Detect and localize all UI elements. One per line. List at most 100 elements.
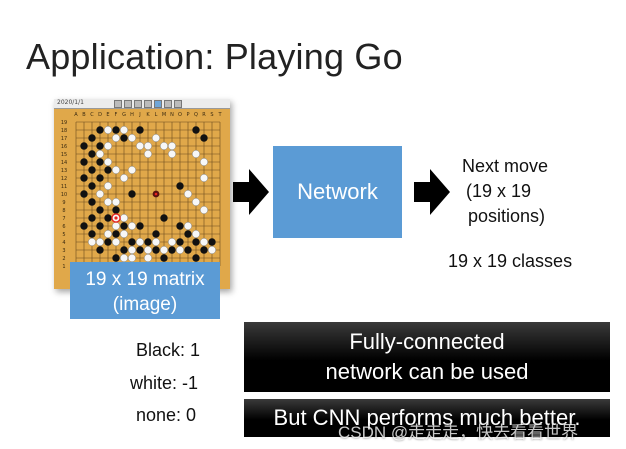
board-row-label: 11	[61, 184, 67, 190]
black-stone	[120, 246, 128, 254]
board-row-label: 16	[61, 144, 67, 150]
board-row-label: 6	[62, 224, 65, 230]
output-description: Next move (19 x 19 positions)	[462, 154, 548, 229]
white-stone	[144, 150, 152, 158]
white-stone	[104, 142, 112, 150]
board-row-label: 1	[62, 264, 65, 270]
white-stone	[152, 238, 160, 246]
board-row-label: 13	[61, 168, 67, 174]
white-stone	[112, 134, 120, 142]
board-column-label: L	[155, 112, 158, 118]
board-column-label: Q	[194, 112, 198, 118]
toolbar-button-icon	[114, 100, 122, 108]
black-stone	[80, 142, 88, 150]
board-column-label: T	[217, 112, 222, 118]
board-row-label: 7	[62, 216, 65, 222]
white-stone	[184, 190, 192, 198]
white-stone	[96, 150, 104, 158]
arrow-right-icon	[414, 169, 450, 215]
black-stone	[184, 230, 192, 238]
white-stone	[112, 166, 120, 174]
black-stone	[96, 222, 104, 230]
board-row-label: 8	[62, 208, 65, 214]
black-stone	[208, 238, 216, 246]
white-stone	[104, 158, 112, 166]
board-column-label: F	[115, 112, 118, 118]
fully-connected-note: Fully-connected network can be used	[244, 322, 610, 392]
board-row-label: 4	[62, 240, 65, 246]
board-column-label: R	[202, 112, 206, 118]
black-stone	[136, 222, 144, 230]
board-column-label: O	[178, 112, 182, 118]
watermark: CSDN @走走走，快去看看世界	[338, 423, 579, 442]
black-stone	[200, 246, 208, 254]
board-column-label: G	[122, 112, 126, 118]
last-move-marker	[154, 192, 158, 196]
white-stone	[136, 238, 144, 246]
white-stone	[192, 198, 200, 206]
board-row-label: 14	[61, 160, 67, 166]
black-stone	[96, 158, 104, 166]
fully-connected-line1: Fully-connected	[349, 329, 505, 354]
white-stone	[168, 238, 176, 246]
black-stone	[88, 198, 96, 206]
black-stone	[128, 190, 136, 198]
board-column-label: B	[82, 112, 86, 118]
black-stone	[104, 214, 112, 222]
board-column-label: E	[106, 112, 109, 118]
white-stone	[144, 246, 152, 254]
board-column-label: M	[162, 112, 166, 118]
black-stone	[112, 206, 120, 214]
black-stone	[152, 246, 160, 254]
white-stone	[176, 246, 184, 254]
black-stone	[152, 230, 160, 238]
black-stone	[80, 222, 88, 230]
black-stone	[80, 190, 88, 198]
toolbar-button-icon	[124, 100, 132, 108]
toolbar-button-icon	[154, 100, 162, 108]
white-stone	[144, 142, 152, 150]
white-stone	[96, 190, 104, 198]
board-column-label: K	[146, 112, 150, 118]
toolbar-button-icon	[174, 100, 182, 108]
black-stone	[176, 182, 184, 190]
black-stone	[104, 238, 112, 246]
arrow-right-icon	[233, 169, 269, 215]
black-stone	[88, 230, 96, 238]
output-line2: (19 x 19	[466, 181, 532, 201]
board-toolbar-caption: 2020/1/1	[57, 99, 84, 106]
board-row-label: 12	[61, 176, 67, 182]
black-stone	[96, 206, 104, 214]
black-stone	[88, 214, 96, 222]
white-stone	[104, 126, 112, 134]
black-stone	[128, 238, 136, 246]
network-label: Network	[297, 179, 378, 204]
board-column-label: P	[186, 112, 189, 118]
white-stone	[208, 246, 216, 254]
white-stone	[128, 254, 136, 262]
white-stone	[104, 182, 112, 190]
board-row-label: 18	[61, 128, 67, 134]
black-stone	[80, 174, 88, 182]
black-stone	[88, 134, 96, 142]
cnn-better-text: But CNN performs much better.	[273, 405, 581, 430]
white-stone	[120, 254, 128, 262]
white-stone	[88, 238, 96, 246]
white-stone	[200, 174, 208, 182]
black-stone	[88, 166, 96, 174]
board-toolbar: 2020/1/1	[54, 99, 230, 109]
black-stone	[96, 246, 104, 254]
white-stone	[120, 230, 128, 238]
black-stone	[80, 158, 88, 166]
output-classes: 19 x 19 classes	[448, 251, 573, 271]
white-stone	[128, 222, 136, 230]
black-stone	[120, 134, 128, 142]
board-row-label: 2	[62, 256, 65, 262]
board-row-label: 5	[62, 232, 65, 238]
white-stone	[120, 126, 128, 134]
white-stone	[112, 222, 120, 230]
board-row-label: 9	[62, 200, 65, 206]
black-stone	[168, 246, 176, 254]
white-stone	[104, 230, 112, 238]
